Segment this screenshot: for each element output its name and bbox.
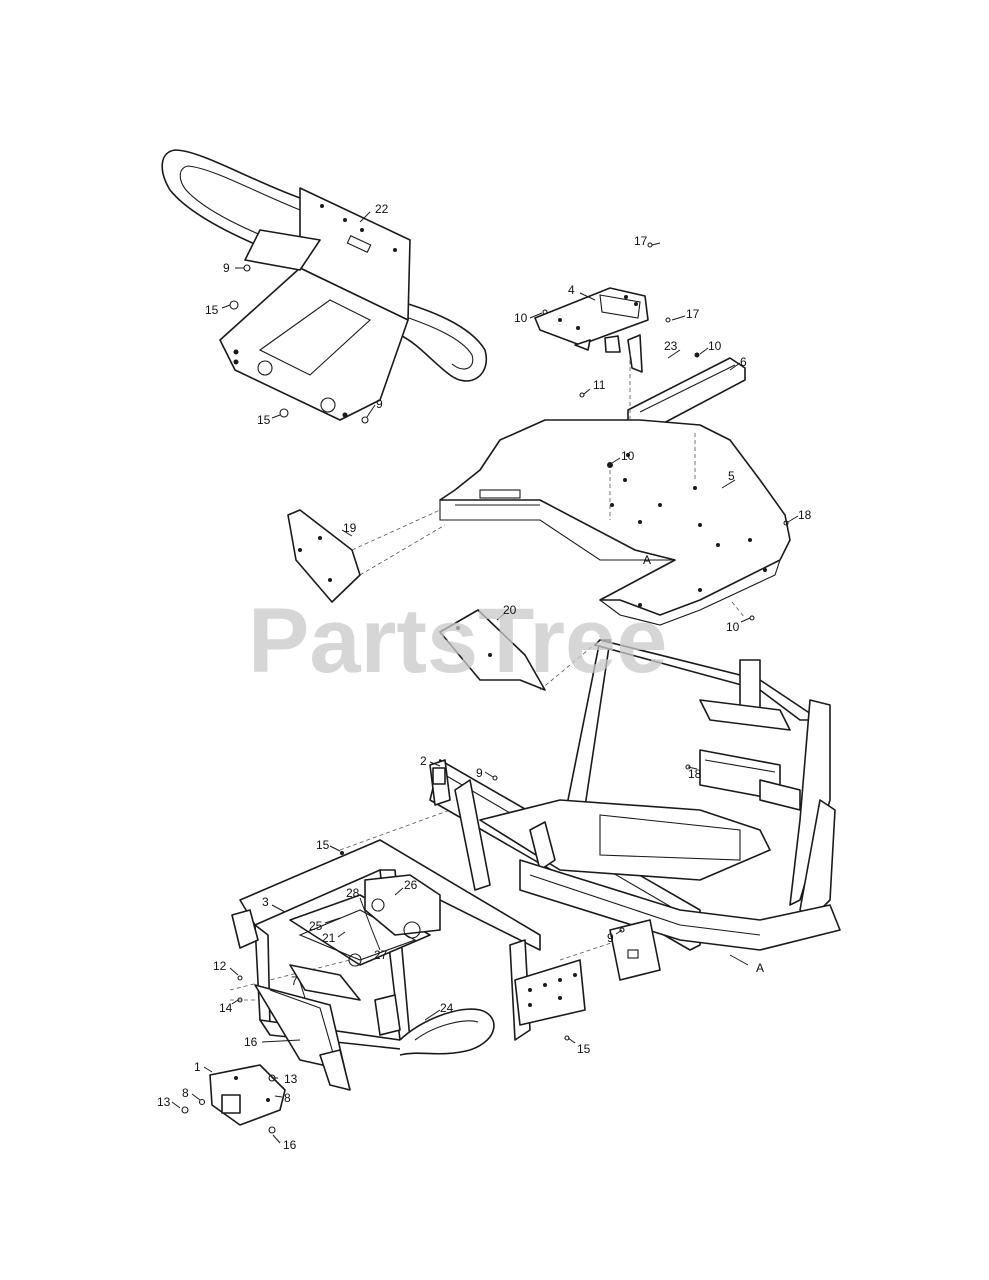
callout-9: 9 xyxy=(607,931,614,945)
callout-1: 1 xyxy=(194,1060,201,1074)
callout-14: 14 xyxy=(219,1001,233,1015)
reference-a: A xyxy=(643,553,651,567)
callout-2: 2 xyxy=(420,754,427,768)
callout-4: 4 xyxy=(568,283,575,297)
reference-a: A xyxy=(756,961,764,975)
callout-15: 15 xyxy=(257,413,271,427)
side-panel-20 xyxy=(439,609,546,691)
callout-8: 8 xyxy=(284,1091,291,1105)
callout-19: 19 xyxy=(343,521,357,535)
callout-10: 10 xyxy=(514,311,528,325)
callout-12: 12 xyxy=(213,959,227,973)
callout-17: 17 xyxy=(634,234,648,248)
callout-6: 6 xyxy=(740,355,747,369)
callout-18: 18 xyxy=(798,508,812,522)
bracket-23 xyxy=(627,334,643,373)
callout-15: 15 xyxy=(316,838,330,852)
assembly-lines xyxy=(229,350,746,1001)
callout-10: 10 xyxy=(621,449,635,463)
callout-10: 10 xyxy=(726,620,740,634)
callout-15: 15 xyxy=(577,1042,591,1056)
callout-labels: 22 9 15 15 9 17 4 10 17 23 10 11 6 10 5 … xyxy=(157,202,812,1152)
callout-23: 23 xyxy=(664,339,678,353)
callout-28: 28 xyxy=(346,886,360,900)
hitch-assembly-1 xyxy=(181,1064,286,1134)
callout-8: 8 xyxy=(182,1086,189,1100)
callout-27: 27 xyxy=(374,948,388,962)
callout-20: 20 xyxy=(503,603,517,617)
callout-9: 9 xyxy=(476,766,483,780)
callout-17: 17 xyxy=(686,307,700,321)
callout-21: 21 xyxy=(322,931,336,945)
callout-7: 7 xyxy=(291,974,298,988)
callout-11: 11 xyxy=(593,378,606,392)
callout-5: 5 xyxy=(728,469,735,483)
callout-24: 24 xyxy=(440,1001,454,1015)
callout-16: 16 xyxy=(244,1035,258,1049)
callout-25: 25 xyxy=(309,919,323,933)
callout-9: 9 xyxy=(223,261,230,275)
callout-leaders xyxy=(171,211,799,1144)
front-bumper-assembly xyxy=(161,149,488,421)
floor-pan-5 xyxy=(439,419,791,626)
callout-22: 22 xyxy=(375,202,389,216)
callout-26: 26 xyxy=(404,878,418,892)
callout-10: 10 xyxy=(708,339,722,353)
callout-13: 13 xyxy=(157,1095,171,1109)
callout-9: 9 xyxy=(376,397,383,411)
callout-16: 16 xyxy=(283,1138,297,1152)
callout-13: 13 xyxy=(284,1072,298,1086)
callout-3: 3 xyxy=(262,895,269,909)
callout-15: 15 xyxy=(205,303,219,317)
callout-18: 18 xyxy=(688,767,702,781)
watermark-text: PartsTree xyxy=(248,590,667,692)
main-frame xyxy=(231,639,841,1091)
seat-bracket-assembly xyxy=(534,287,649,353)
